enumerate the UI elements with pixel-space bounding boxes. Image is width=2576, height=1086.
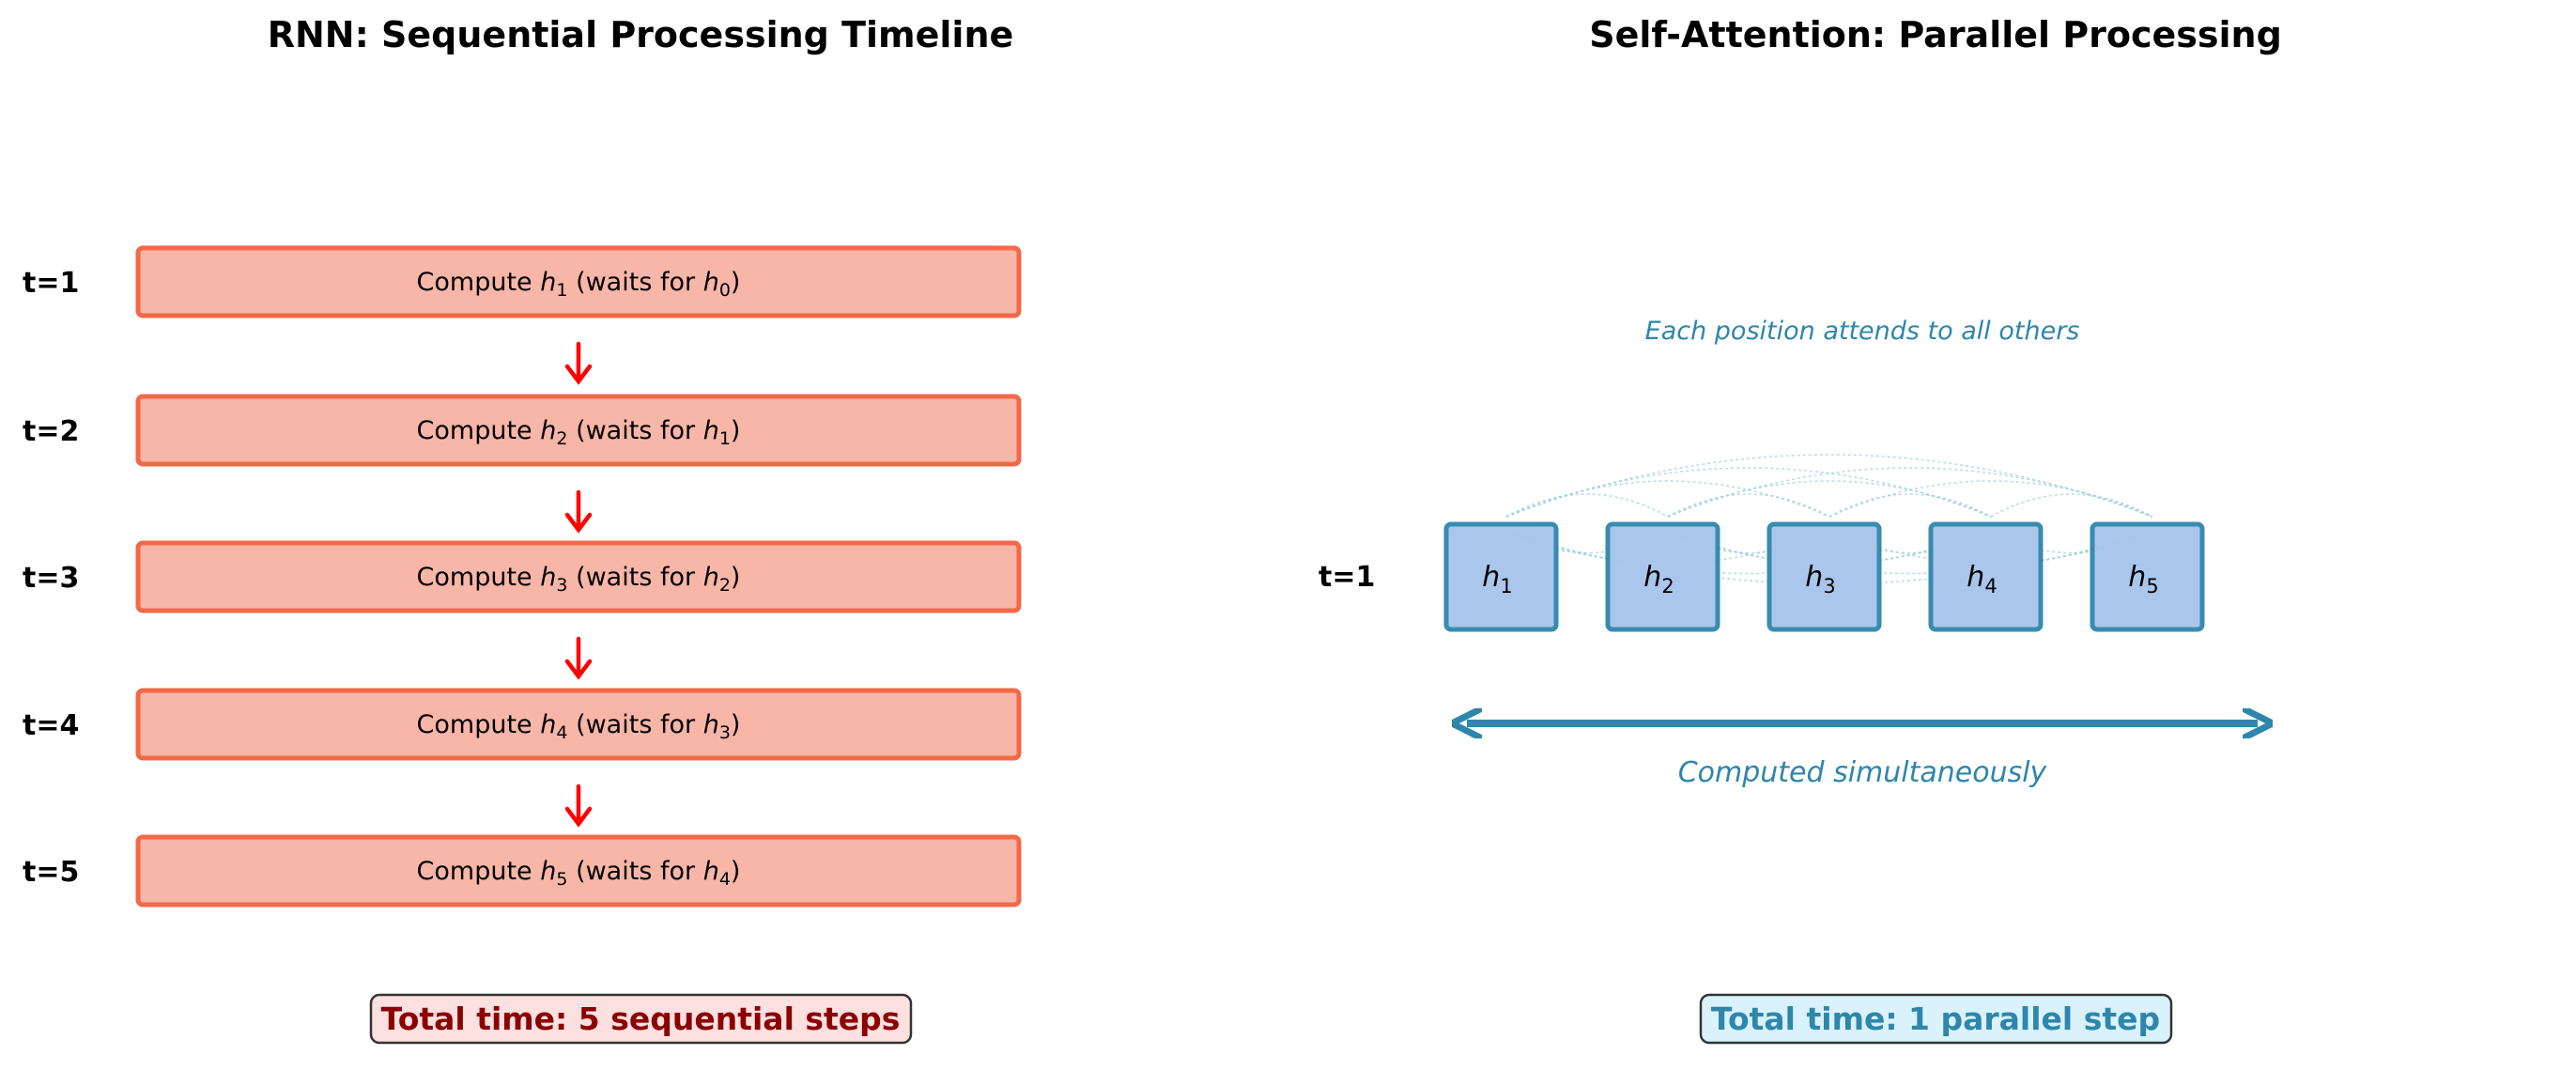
step-middle: (waits for bbox=[567, 857, 702, 886]
step-prefix: Compute bbox=[417, 416, 541, 445]
previous-state-index: 0 bbox=[719, 280, 731, 301]
step-middle: (waits for bbox=[567, 563, 702, 592]
attention-connection-line bbox=[1828, 493, 1992, 518]
attention-connection-line bbox=[1990, 493, 2153, 518]
time-step-label: t=2 bbox=[23, 415, 79, 448]
previous-state-symbol: h bbox=[703, 710, 719, 739]
hidden-state-symbol: h bbox=[540, 563, 556, 592]
hidden-state-symbol: h bbox=[1805, 561, 1823, 594]
arrow-label: Computed simultaneously bbox=[1678, 756, 2048, 789]
attention-node-box bbox=[1443, 521, 1559, 632]
hidden-state-symbol: h bbox=[1482, 561, 1500, 594]
attention-node-box bbox=[1605, 521, 1720, 632]
previous-state-symbol: h bbox=[703, 268, 719, 297]
attention-connection-line bbox=[1667, 530, 2153, 575]
hidden-state-index: 2 bbox=[1661, 575, 1674, 597]
attention-annotation: Each position attends to all others bbox=[1645, 317, 2080, 346]
step-suffix: ) bbox=[731, 268, 741, 297]
attention-node-box bbox=[1766, 521, 1882, 632]
sequential-arrow-icon bbox=[564, 489, 593, 534]
rnn-step-text: Compute h2 (waits for h1) bbox=[417, 416, 741, 449]
sequential-arrow-icon bbox=[564, 636, 593, 680]
hidden-state-index: 1 bbox=[1500, 575, 1512, 597]
rnn-step-text: Compute h3 (waits for h2) bbox=[417, 563, 741, 596]
time-step-label: t=4 bbox=[23, 709, 79, 742]
step-prefix: Compute bbox=[417, 857, 541, 886]
attention-node-box bbox=[1928, 521, 2044, 632]
rnn-step-box bbox=[135, 540, 1022, 613]
hidden-state-symbol: h bbox=[2128, 561, 2146, 594]
attention-connection-line bbox=[1667, 493, 1830, 518]
hidden-state-symbol: h bbox=[540, 710, 556, 739]
attention-connection-line bbox=[1828, 480, 2153, 518]
rnn-title: RNN: Sequential Processing Timeline bbox=[268, 14, 1014, 55]
step-suffix: ) bbox=[731, 857, 741, 886]
rnn-step-box bbox=[135, 245, 1022, 318]
previous-state-symbol: h bbox=[703, 416, 719, 445]
attention-node-label: h2 bbox=[1643, 561, 1674, 597]
attention-connection-line bbox=[1505, 467, 1992, 518]
hidden-state-symbol: h bbox=[540, 857, 556, 886]
step-suffix: ) bbox=[731, 710, 741, 739]
step-suffix: ) bbox=[731, 416, 741, 445]
step-prefix: Compute bbox=[417, 563, 541, 592]
rnn-step-text: Compute h4 (waits for h3) bbox=[417, 710, 741, 743]
attention-node-label: h4 bbox=[1967, 561, 1997, 597]
previous-state-index: 3 bbox=[719, 722, 731, 743]
step-middle: (waits for bbox=[567, 710, 702, 739]
hidden-state-index: 5 bbox=[2146, 575, 2158, 597]
hidden-state-index: 4 bbox=[556, 722, 567, 743]
rnn-total-box bbox=[369, 993, 913, 1045]
hidden-state-symbol: h bbox=[540, 416, 556, 445]
hidden-state-symbol: h bbox=[1967, 561, 1984, 594]
attention-total-box bbox=[1699, 993, 2173, 1045]
hidden-state-index: 2 bbox=[556, 428, 567, 449]
rnn-step-box bbox=[135, 834, 1022, 908]
rnn-step-box bbox=[135, 688, 1022, 761]
rnn-step-text: Compute h5 (waits for h4) bbox=[417, 857, 741, 890]
step-middle: (waits for bbox=[567, 268, 702, 297]
step-prefix: Compute bbox=[417, 710, 541, 739]
previous-state-symbol: h bbox=[703, 563, 719, 592]
previous-state-symbol: h bbox=[703, 857, 719, 886]
hidden-state-index: 1 bbox=[556, 280, 567, 301]
step-suffix: ) bbox=[731, 563, 741, 592]
attention-node-label: h5 bbox=[2128, 561, 2158, 597]
attention-title: Self-Attention: Parallel Processing bbox=[1589, 14, 2282, 55]
hidden-state-symbol: h bbox=[540, 268, 556, 297]
attention-connection-line bbox=[1505, 493, 1669, 518]
attention-node-box bbox=[2090, 521, 2205, 632]
attention-connection-line bbox=[1667, 467, 2153, 518]
step-prefix: Compute bbox=[417, 268, 541, 297]
rnn-step-text: Compute h1 (waits for h0) bbox=[417, 268, 741, 301]
time-step-label: t=1 bbox=[23, 267, 79, 300]
sequential-arrow-icon bbox=[564, 783, 593, 828]
rnn-step-box bbox=[135, 394, 1022, 467]
hidden-state-index: 3 bbox=[556, 575, 567, 596]
hidden-state-symbol: h bbox=[1643, 561, 1661, 594]
time-step-label: t=5 bbox=[23, 856, 79, 889]
step-middle: (waits for bbox=[567, 416, 702, 445]
time-step-label: t=1 bbox=[1319, 561, 1375, 594]
rnn-total-time: Total time: 5 sequential steps bbox=[381, 1001, 901, 1037]
hidden-state-index: 5 bbox=[556, 869, 567, 890]
previous-state-index: 4 bbox=[719, 869, 731, 890]
previous-state-index: 2 bbox=[719, 575, 731, 596]
sequential-arrow-icon bbox=[564, 341, 593, 385]
hidden-state-index: 4 bbox=[1984, 575, 1997, 597]
time-step-label: t=3 bbox=[23, 562, 79, 595]
attention-total-time: Total time: 1 parallel step bbox=[1711, 1001, 2160, 1037]
previous-state-index: 1 bbox=[719, 428, 731, 449]
attention-node-label: h3 bbox=[1805, 561, 1835, 597]
hidden-state-index: 3 bbox=[1823, 575, 1835, 597]
attention-node-label: h1 bbox=[1482, 561, 1512, 597]
